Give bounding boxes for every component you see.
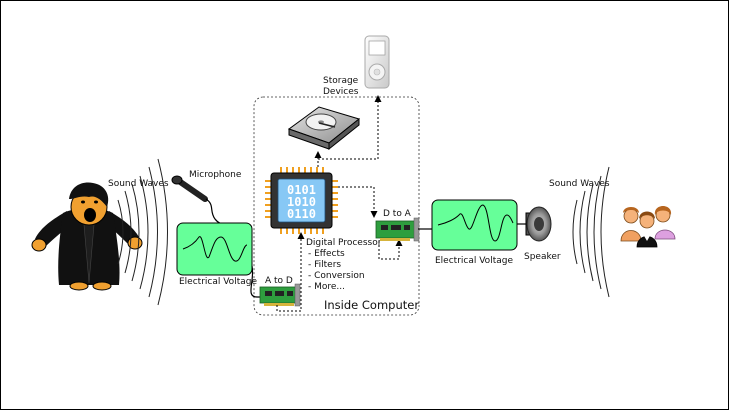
d-to-a-label: D to A bbox=[383, 209, 412, 219]
speaker-label: Speaker bbox=[524, 252, 561, 262]
microphone-label: Microphone bbox=[189, 170, 242, 180]
sound-waves-right-icon bbox=[572, 166, 610, 298]
hard-drive-icon bbox=[287, 106, 361, 151]
dp-conversion-label: - Conversion bbox=[308, 271, 365, 281]
chip-bits-row-3: 0110 bbox=[287, 207, 316, 221]
flow-processor-d-to-a bbox=[338, 186, 378, 218]
ipod-icon bbox=[364, 35, 390, 89]
a-to-d-board-icon bbox=[259, 283, 301, 307]
electrical-voltage-right-label: Electrical Voltage bbox=[435, 256, 513, 266]
inside-computer-box bbox=[253, 96, 420, 316]
a-to-d-label: A to D bbox=[265, 276, 293, 286]
storage-label-line2: Devices bbox=[323, 87, 359, 97]
sound-waves-right-label: Sound Waves bbox=[549, 179, 610, 189]
inside-computer-label: Inside Computer bbox=[324, 298, 419, 312]
chip-bits-row-1: 0101 bbox=[287, 183, 316, 197]
speaker-icon bbox=[525, 206, 552, 242]
singer-icon bbox=[31, 182, 143, 291]
d-to-a-board-icon bbox=[375, 217, 420, 242]
processor-chip-icon: 0101 1010 0110 bbox=[265, 167, 338, 234]
dp-filters-label: - Filters bbox=[308, 260, 341, 270]
dp-effects-label: - Effects bbox=[308, 249, 345, 259]
digital-processor-label: Digital Processor bbox=[306, 238, 382, 248]
sound-waves-left-label: Sound Waves bbox=[108, 179, 169, 189]
voltage-scope-right bbox=[431, 199, 518, 251]
electrical-voltage-left-label: Electrical Voltage bbox=[179, 277, 257, 287]
voltage-scope-left bbox=[176, 222, 253, 276]
flow-d-to-a-loop bbox=[378, 239, 403, 260]
sound-waves-left-icon bbox=[117, 158, 168, 306]
audience-icon bbox=[620, 206, 676, 248]
flow-a-to-d-processor bbox=[276, 232, 305, 312]
chip-bits-row-2: 1010 bbox=[287, 195, 316, 209]
storage-label-line1: Storage bbox=[323, 76, 359, 86]
cable-left bbox=[250, 265, 263, 298]
flow-processor-ipod bbox=[318, 95, 382, 160]
dp-more-label: - More... bbox=[308, 282, 345, 292]
